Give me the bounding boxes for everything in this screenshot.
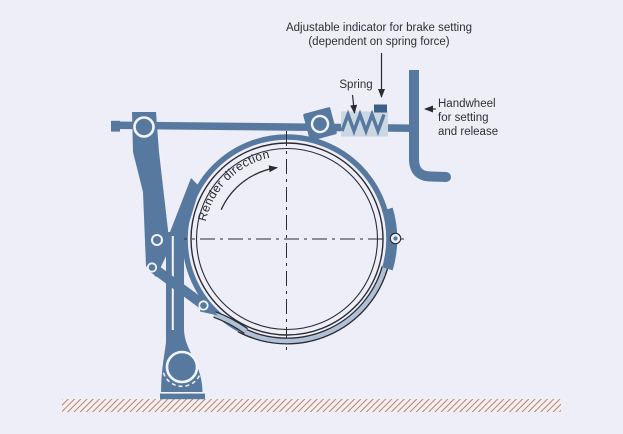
handwheel-shaft: [409, 70, 451, 182]
ground-hatch: [62, 399, 561, 412]
base-pivot-dashed-arc: [162, 372, 202, 388]
spring-pointer-arrow-icon: [350, 94, 358, 114]
spring-assembly: [340, 104, 388, 137]
handwheel-label-line2: for setting: [438, 112, 489, 124]
lever-top-pivot: [133, 116, 155, 138]
rod-pivot-block: [303, 107, 337, 141]
lever-link-pivot: [146, 262, 158, 273]
connecting-link: [149, 262, 218, 316]
indicator-label-line2: (dependent on spring force): [308, 36, 450, 48]
band-anchor-right: [383, 207, 402, 271]
handwheel-label-line1: Handwheel: [438, 98, 496, 110]
spring-label: Spring: [339, 79, 373, 91]
base-pivot: [165, 350, 199, 384]
indicator-label: Adjustable indicator for brake setting (…: [269, 21, 489, 49]
handwheel-label: Handwheel for setting and release: [438, 97, 498, 139]
rotation-direction-arrow-icon: [220, 165, 278, 210]
handwheel-label-line3: and release: [438, 126, 499, 138]
spring-coil-icon: [340, 109, 386, 136]
rod-end-cap: [111, 120, 120, 132]
band-end-wrap: [213, 266, 389, 345]
adjustable-indicator-tab: [374, 104, 387, 113]
brake-lever: [132, 112, 209, 311]
pedestal-foot: [160, 393, 205, 400]
lever-fulcrum-pivot: [151, 234, 163, 246]
pull-rod: [116, 121, 412, 132]
indicator-label-line1: Adjustable indicator for brake setting: [285, 22, 473, 34]
link-pivot: [198, 300, 209, 311]
